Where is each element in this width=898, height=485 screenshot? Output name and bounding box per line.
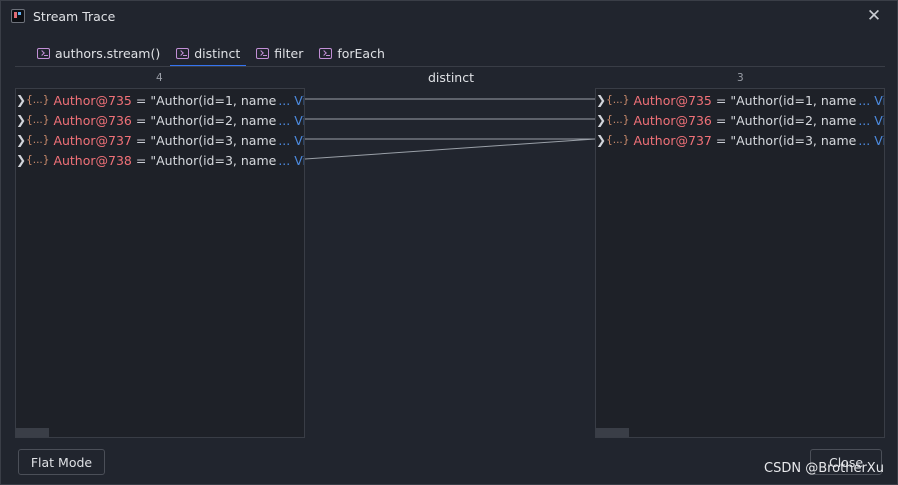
horizontal-scrollbar[interactable] [16,428,49,437]
left-values-panel[interactable]: ❯ {...} Author@735 = "Author(id=1, name … [15,88,305,438]
trace-link-line [304,138,596,160]
operation-name: distinct [428,70,474,85]
object-value: "Author(id=2, name [730,112,857,128]
object-name: Author@738 [53,152,132,168]
view-link[interactable]: ... View [278,152,305,168]
tab-label: forEach [337,45,385,61]
view-link[interactable]: ... View [858,112,885,128]
chevron-right-icon[interactable]: ❯ [596,133,607,147]
view-link[interactable]: ... View [278,112,305,128]
tab-label: distinct [194,45,241,61]
object-name: Author@737 [633,132,712,148]
object-icon: {...} [26,94,50,106]
right-values-panel[interactable]: ❯ {...} Author@735 = "Author(id=1, name … [595,88,885,438]
terminal-icon [176,47,190,59]
chevron-right-icon[interactable]: ❯ [16,153,27,167]
chevron-right-icon[interactable]: ❯ [16,93,27,107]
list-item[interactable]: ❯ {...} Author@737 = "Author(id=3, name … [596,130,884,150]
equals-sign: = [135,112,147,128]
object-icon: {...} [606,114,630,126]
right-count: 3 [737,72,744,84]
close-icon[interactable]: ✕ [866,6,882,26]
list-item[interactable]: ❯ {...} Author@736 = "Author(id=2, name … [16,110,304,130]
object-icon: {...} [26,154,50,166]
equals-sign: = [715,132,727,148]
view-link[interactable]: ... View [278,132,305,148]
close-button[interactable]: Close [810,449,882,475]
tab-distinct[interactable]: distinct [168,39,248,67]
list-item[interactable]: ❯ {...} Author@738 = "Author(id=3, name … [16,150,304,170]
equals-sign: = [715,92,727,108]
tab-label: authors.stream() [55,45,161,61]
view-link[interactable]: ... View [278,92,305,108]
view-link[interactable]: ... View [858,92,885,108]
list-item[interactable]: ❯ {...} Author@735 = "Author(id=1, name … [16,90,304,110]
app-icon [11,9,25,23]
terminal-icon [319,47,333,59]
tab-foreach[interactable]: forEach [311,39,393,67]
object-name: Author@735 [633,92,712,108]
object-name: Author@737 [53,132,132,148]
left-count: 4 [156,72,163,84]
chevron-right-icon[interactable]: ❯ [596,93,607,107]
chevron-right-icon[interactable]: ❯ [596,113,607,127]
chevron-right-icon[interactable]: ❯ [16,113,27,127]
tab-authors-stream[interactable]: authors.stream() [29,39,168,67]
object-name: Author@735 [53,92,132,108]
equals-sign: = [135,132,147,148]
list-item[interactable]: ❯ {...} Author@735 = "Author(id=1, name … [596,90,884,110]
title-bar: Stream Trace ✕ [1,1,897,33]
object-name: Author@736 [633,112,712,128]
chevron-right-icon[interactable]: ❯ [16,133,27,147]
tab-filter[interactable]: filter [248,39,311,67]
terminal-icon [256,47,270,59]
equals-sign: = [715,112,727,128]
watermark: CSDN @BrotherXu [764,461,884,476]
object-value: "Author(id=1, name [730,92,857,108]
list-item[interactable]: ❯ {...} Author@737 = "Author(id=3, name … [16,130,304,150]
tab-bar: authors.stream() distinct filter forEach [29,39,393,67]
view-link[interactable]: ... View [858,132,885,148]
object-value: "Author(id=3, name [730,132,857,148]
terminal-icon [37,47,50,59]
tab-label: filter [274,45,304,61]
window-title: Stream Trace [33,9,116,24]
object-icon: {...} [26,134,50,146]
object-value: "Author(id=3, name [150,152,277,168]
object-value: "Author(id=1, name [150,92,277,108]
equals-sign: = [135,152,147,168]
object-icon: {...} [606,94,630,106]
tab-divider [15,66,885,67]
flat-mode-button[interactable]: Flat Mode [18,449,105,475]
object-value: "Author(id=3, name [150,132,277,148]
object-icon: {...} [26,114,50,126]
object-icon: {...} [606,134,630,146]
equals-sign: = [135,92,147,108]
object-value: "Author(id=2, name [150,112,277,128]
horizontal-scrollbar[interactable] [596,428,629,437]
object-name: Author@736 [53,112,132,128]
list-item[interactable]: ❯ {...} Author@736 = "Author(id=2, name … [596,110,884,130]
